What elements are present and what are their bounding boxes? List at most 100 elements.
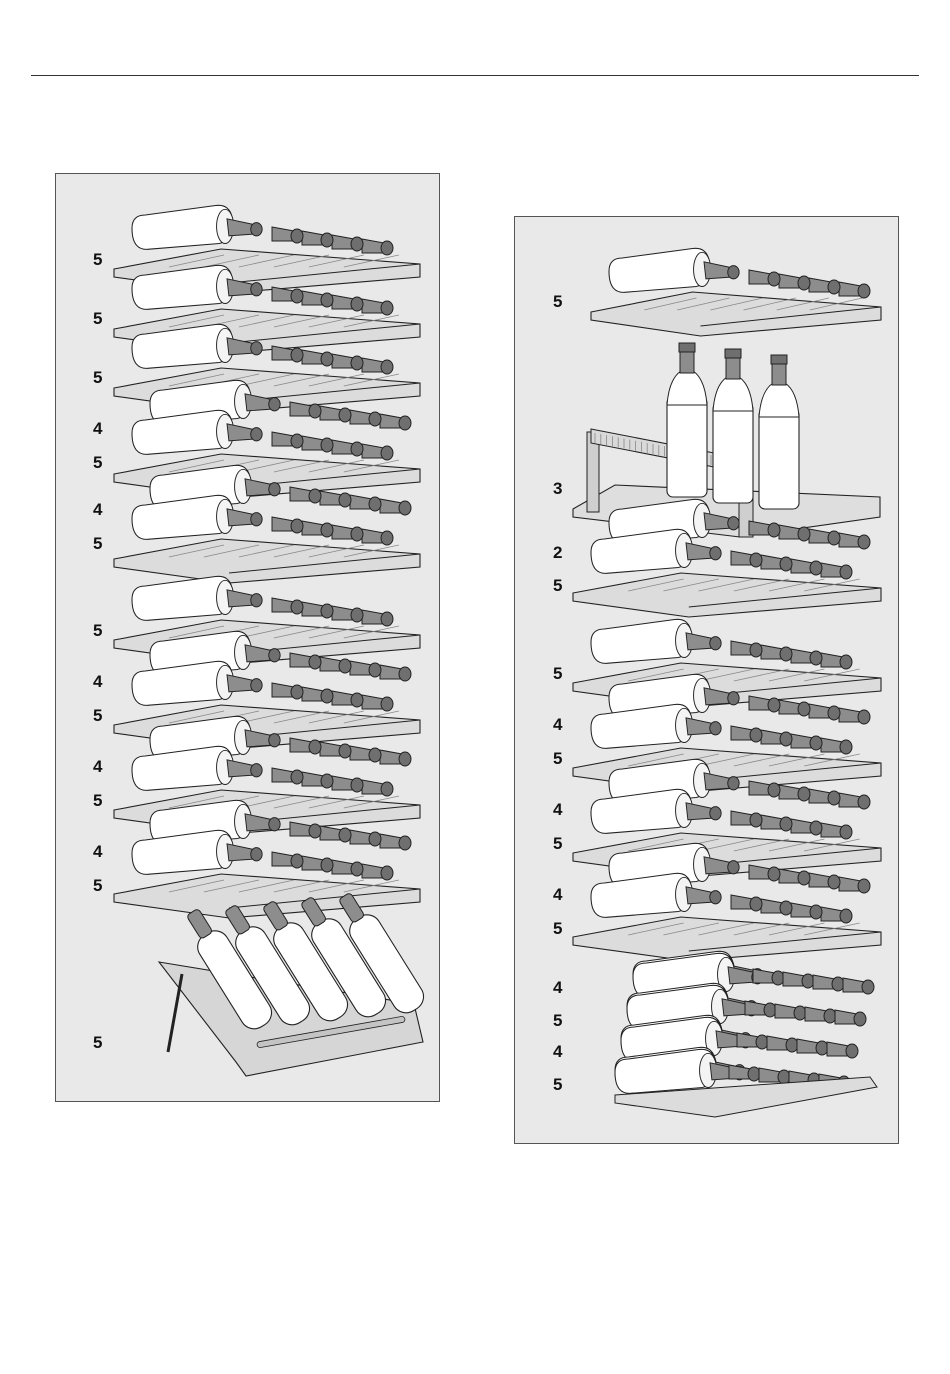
bottle-neck: [272, 768, 303, 784]
capacity-label: 4: [553, 979, 562, 996]
bottle-neck: [380, 834, 411, 850]
bottle-neck: [809, 529, 840, 545]
left-wine-rack-illustration: [56, 174, 441, 1103]
standing-wine-bottle: [759, 355, 799, 509]
bottle-neck: [302, 856, 333, 872]
bottle-neck: [761, 645, 792, 661]
bottle-neck: [791, 734, 822, 750]
bottle-neck: [731, 811, 762, 827]
bottle-neck: [839, 877, 870, 893]
bottle-neck: [362, 780, 393, 796]
capacity-label: 5: [553, 750, 562, 767]
bottle-neck: [737, 1033, 768, 1049]
bottle-neck: [839, 533, 870, 549]
bottle-neck: [761, 815, 792, 831]
bottle-neck: [272, 227, 303, 243]
bottle-neck: [272, 683, 303, 699]
bottle-neck: [332, 525, 363, 541]
shelf: [573, 573, 881, 617]
capacity-label: 5: [553, 1012, 562, 1029]
bottle-neck: [791, 559, 822, 575]
bottle-neck: [272, 598, 303, 614]
bottle-neck: [362, 610, 393, 626]
bottle-neck: [821, 653, 852, 669]
capacity-label: 4: [553, 716, 562, 733]
bottle-neck: [813, 975, 844, 991]
bottle-neck: [332, 235, 363, 251]
bottle-neck: [791, 819, 822, 835]
capacity-label: 5: [553, 665, 562, 682]
bottle-neck: [749, 696, 780, 712]
capacity-label: 4: [553, 886, 562, 903]
bottle-neck: [302, 436, 333, 452]
bottle-neck: [272, 346, 303, 362]
bottle-neck: [775, 1004, 806, 1020]
wine-bottle: [132, 576, 262, 620]
shelf: [591, 292, 881, 336]
bottle-neck: [362, 358, 393, 374]
bottle-neck: [320, 406, 351, 422]
bottle-neck: [350, 661, 381, 677]
standing-wine-bottle: [713, 349, 753, 503]
bottle-neck: [362, 695, 393, 711]
bottle-neck: [380, 750, 411, 766]
capacity-label: 5: [93, 792, 102, 809]
bottle-neck: [332, 860, 363, 876]
bottle-neck: [839, 708, 870, 724]
bottle-neck: [779, 869, 810, 885]
bottle-neck: [821, 738, 852, 754]
capacity-label: 4: [93, 673, 102, 690]
bottle-neck: [731, 641, 762, 657]
bottle-neck: [320, 491, 351, 507]
bottle-neck: [809, 278, 840, 294]
bottle-neck: [759, 1068, 790, 1084]
bottle-neck: [290, 402, 321, 418]
shelf: [114, 539, 420, 583]
bottle-neck: [749, 521, 780, 537]
bottle-neck: [767, 1036, 798, 1052]
bottle-neck: [272, 517, 303, 533]
bottle-neck: [839, 282, 870, 298]
bottle-neck: [332, 776, 363, 792]
capacity-label: 5: [93, 454, 102, 471]
bottle-neck: [729, 1065, 760, 1081]
capacity-label: 2: [553, 544, 562, 561]
bottle-neck: [320, 657, 351, 673]
capacity-label: 5: [93, 622, 102, 639]
capacity-label: 5: [553, 1076, 562, 1093]
bottle-neck: [843, 978, 874, 994]
bottle-neck: [839, 793, 870, 809]
bottle-neck: [332, 691, 363, 707]
bottle-neck: [731, 726, 762, 742]
header-rule: [31, 75, 919, 76]
left-shelf-configuration-figure: 5 5 5 4 5 4 5 5 4 5 4 5 4 5 5: [55, 173, 440, 1102]
capacity-label: 5: [93, 310, 102, 327]
capacity-label: 5: [93, 369, 102, 386]
bottle-neck: [821, 907, 852, 923]
bottle-neck: [745, 1001, 776, 1017]
bottle-neck: [779, 785, 810, 801]
bottle-neck: [809, 873, 840, 889]
bottle-neck: [350, 830, 381, 846]
bottle-neck: [302, 231, 333, 247]
bottle-neck: [302, 772, 333, 788]
bottle-neck: [362, 444, 393, 460]
bottle-neck: [362, 299, 393, 315]
bottle-neck: [332, 295, 363, 311]
bottle-neck: [302, 291, 333, 307]
bottle-neck: [779, 525, 810, 541]
capacity-label: 5: [553, 920, 562, 937]
capacity-label: 4: [553, 801, 562, 818]
capacity-label: 5: [553, 835, 562, 852]
capacity-label: 5: [93, 877, 102, 894]
bottle-neck: [332, 440, 363, 456]
wine-bottle: [132, 205, 262, 249]
bottle-neck: [761, 555, 792, 571]
bottle-neck: [753, 969, 784, 985]
bottle-neck: [783, 972, 814, 988]
capacity-label: 4: [553, 1043, 562, 1060]
bottle-neck: [821, 563, 852, 579]
bottle-neck: [302, 350, 333, 366]
bottle-neck: [809, 789, 840, 805]
capacity-label: 5: [93, 1034, 102, 1051]
